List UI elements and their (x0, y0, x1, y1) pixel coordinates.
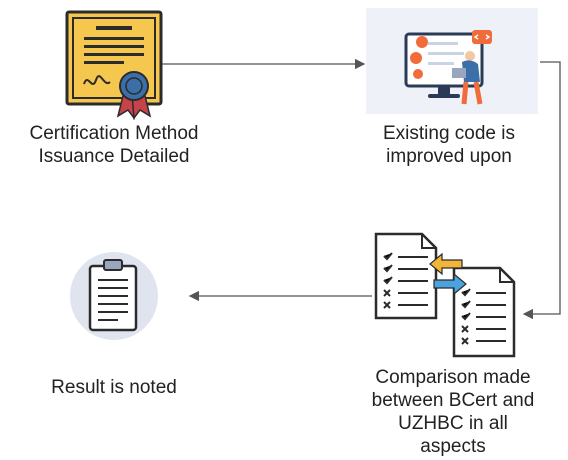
developer-screen-icon (366, 8, 538, 114)
connector-code-to-compare (522, 61, 561, 320)
step-result-label: Result is noted (51, 377, 177, 398)
certificate-icon (65, 10, 163, 121)
step-certificate (64, 10, 164, 121)
clipboard-icon (70, 252, 158, 340)
step-result (68, 250, 160, 342)
compare-documents-icon (374, 232, 516, 358)
step-code-label: Existing code is improved upon (382, 123, 515, 167)
step-certificate-label: Certification Method Issuance Detailed (29, 123, 199, 167)
step-compare-label: Comparison made between BCert and UZHBC … (371, 367, 535, 457)
step-compare (372, 230, 522, 362)
step-code (366, 8, 538, 114)
